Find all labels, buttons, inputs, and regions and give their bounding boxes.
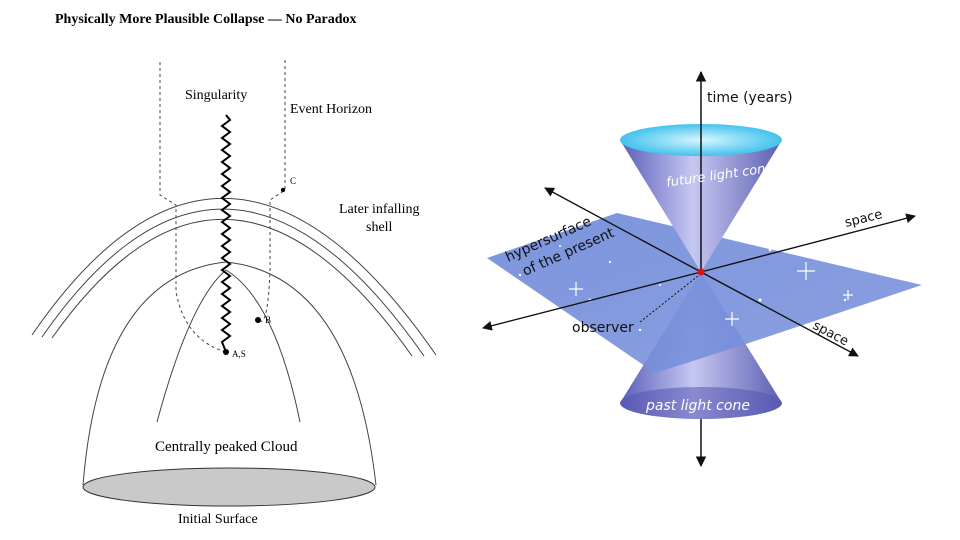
event-horizon-lines	[159, 60, 286, 353]
point-b-marker	[255, 317, 261, 323]
time-axis-label: time (years)	[707, 90, 793, 106]
past-cone-label: past light cone	[645, 398, 750, 414]
later-shell-label-1: Later infalling	[339, 202, 419, 217]
space-axis-front-right	[700, 271, 859, 357]
past-cone-base	[620, 387, 782, 419]
point-b-label: B	[265, 315, 271, 325]
point-as-label: A,S	[232, 349, 246, 359]
space-axis-back-right	[700, 213, 916, 273]
point-as-marker	[223, 349, 229, 355]
point-c-label: C	[290, 176, 296, 186]
light-cone-diagram	[482, 70, 922, 468]
observer-pointer	[639, 275, 699, 323]
infalling-shell-outer	[31, 197, 437, 356]
cloud-line-right	[225, 269, 301, 423]
infalling-shell-inner	[51, 219, 413, 357]
observer-label: observer	[572, 320, 634, 336]
infalling-shell-middle	[41, 208, 425, 357]
initial-surface-label: Initial Surface	[178, 512, 258, 527]
later-shell-label-2: shell	[366, 220, 393, 235]
cloud-line-left	[156, 269, 227, 423]
singularity-line	[220, 114, 232, 353]
singularity-label: Singularity	[185, 88, 247, 103]
space-axis-front-left	[482, 271, 702, 331]
observer-dot	[697, 268, 705, 276]
initial-surface-ellipse	[82, 467, 376, 507]
space-axis-label-2: space	[810, 318, 851, 349]
page-title: Physically More Plausible Collapse –– No…	[55, 12, 357, 27]
collapse-diagram	[31, 60, 437, 507]
hypersurface-plane	[487, 213, 922, 373]
point-c-marker	[280, 187, 286, 193]
sparkle-stars	[569, 262, 853, 326]
space-axis-back-left	[544, 187, 702, 273]
event-horizon-label: Event Horizon	[290, 102, 372, 117]
cloud-label: Centrally peaked Cloud	[155, 439, 298, 455]
space-axis-label-1: space	[843, 207, 884, 231]
